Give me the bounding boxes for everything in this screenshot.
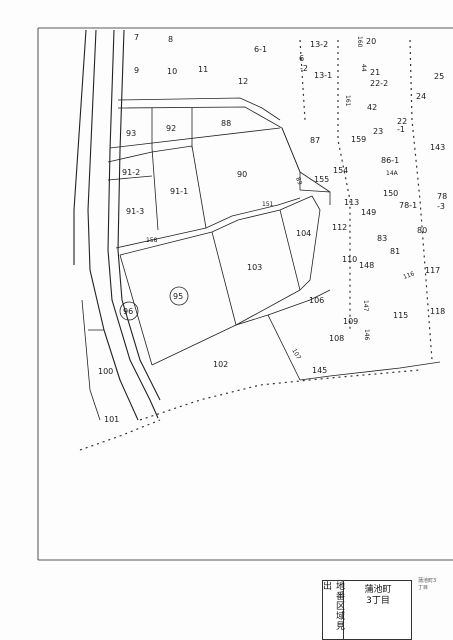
parcel-label: 154	[333, 166, 348, 175]
parcel-label: 108	[329, 334, 344, 343]
road-label: 44	[360, 64, 367, 72]
parcel-label: 96	[123, 307, 133, 316]
parcel-label: 112	[332, 223, 347, 232]
parcel-label: 13-2	[310, 40, 328, 49]
parcel-label: 9	[134, 66, 139, 75]
parcel-label: 6	[299, 54, 304, 63]
parcel-label: 113	[344, 198, 359, 207]
parcel-label: 149	[361, 208, 376, 217]
parcel-label: 10	[167, 67, 177, 76]
road-label: 116	[402, 270, 415, 281]
parcel-label: 11	[198, 65, 208, 74]
chome-name: 3丁目	[366, 596, 390, 606]
parcel-label: 103	[247, 263, 262, 272]
parcel-label: 83	[377, 234, 387, 243]
parcel-label: 91-1	[170, 187, 188, 196]
road-label: 107	[290, 348, 302, 362]
parcel-label: 87	[310, 136, 320, 145]
parcel-label: 104	[296, 229, 311, 238]
circled-parcel-96	[119, 301, 139, 321]
town-name: 蒲池町	[364, 585, 392, 595]
parcel-boundaries	[88, 97, 441, 381]
parcel-label: 109	[343, 317, 358, 326]
parcel-label: 78	[437, 192, 447, 201]
parcel-label: 20	[366, 37, 376, 46]
corner-stamp: 蒲池町3 丁目	[418, 578, 436, 592]
road-corridor	[73, 29, 161, 421]
parcel-label: 148	[359, 261, 374, 270]
road-label: 146	[363, 329, 370, 341]
road-label: 89	[294, 176, 303, 186]
parcel-label: -2	[300, 64, 308, 73]
title-block-name: 蒲池町 3丁目	[347, 585, 409, 607]
parcel-label: 143	[430, 143, 445, 152]
parcel-label: 42	[367, 103, 377, 112]
parcel-label: 22	[397, 117, 407, 126]
district-caption: 地番区域見出	[321, 581, 344, 631]
parcel-labels: 7 8 6-1 13-2 20 9 10 11 6 -2 13-1 21 22-…	[98, 33, 447, 424]
parcel-label: 118	[430, 307, 445, 316]
parcel-label: 78-1	[399, 201, 417, 210]
dashed-boundaries	[79, 39, 433, 451]
parcel-label: 80	[417, 226, 427, 235]
minor-labels: 151 158 89 107 161 14A 116 147 146 160 4…	[146, 36, 416, 361]
road-label: 151	[262, 201, 274, 208]
road-label: 160	[356, 36, 363, 48]
parcel-label: 93	[126, 129, 136, 138]
parcel-label: 150	[383, 189, 398, 198]
road-label: 147	[362, 300, 369, 312]
road-label: 14A	[386, 170, 399, 177]
parcel-label: 106	[309, 296, 324, 305]
parcel-label: 6-1	[254, 45, 267, 54]
road-label: 161	[344, 95, 351, 107]
road-label: 158	[146, 237, 158, 244]
title-block: 地番区域見出 蒲池町 3丁目	[321, 580, 412, 640]
parcel-label: -3	[437, 202, 445, 211]
parcel-label: 117	[425, 266, 440, 275]
parcel-label: 92	[166, 124, 176, 133]
parcel-label: 95	[173, 292, 183, 301]
parcel-label: 88	[221, 119, 231, 128]
parcel-label: 13-1	[314, 71, 332, 80]
parcel-label: 115	[393, 311, 408, 320]
parcel-label: 100	[98, 367, 113, 376]
parcel-label: 12	[238, 77, 248, 86]
parcel-label: 81	[390, 247, 400, 256]
parcel-label: 7	[134, 33, 139, 42]
title-block-caption: 地番区域見出	[321, 581, 344, 639]
parcel-label: -1	[397, 125, 405, 134]
parcel-label: 145	[312, 366, 327, 375]
parcel-label: 155	[314, 175, 329, 184]
parcel-label: 110	[342, 255, 357, 264]
parcel-label: 91-2	[122, 168, 140, 177]
parcel-label: 159	[351, 135, 366, 144]
parcel-label: 102	[213, 360, 228, 369]
parcel-label: 24	[416, 92, 426, 101]
parcel-label: 101	[104, 415, 119, 424]
parcel-label: 22-2	[370, 79, 388, 88]
stamp-line: 蒲池町3	[418, 578, 437, 584]
stamp-line: 丁目	[418, 585, 429, 591]
parcel-label: 86-1	[381, 156, 399, 165]
parcel-label: 91-3	[126, 207, 144, 216]
circled-parcel-95	[169, 286, 189, 306]
parcel-label: 90	[237, 170, 247, 179]
parcel-label: 21	[370, 68, 380, 77]
parcel-label: 8	[168, 35, 173, 44]
parcel-label: 25	[434, 72, 444, 81]
parcel-label: 23	[373, 127, 383, 136]
